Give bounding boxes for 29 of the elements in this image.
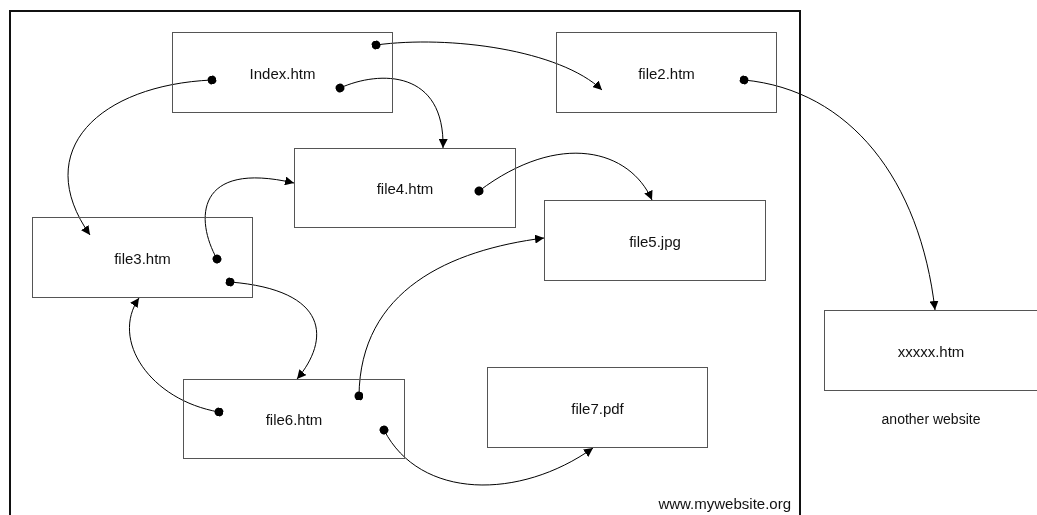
- link-arrow: [225, 277, 317, 380]
- file-box: [556, 32, 777, 113]
- link-arrow: [67, 75, 217, 236]
- website-frame: [9, 10, 801, 515]
- link-arrow: [474, 152, 653, 201]
- file-box: [172, 32, 393, 113]
- file-box: [544, 200, 766, 281]
- site-caption: another website: [880, 411, 982, 427]
- file-box: [183, 379, 405, 459]
- file-name: Index.htm: [248, 64, 317, 81]
- file-name: xxxxx.htm: [896, 342, 966, 359]
- link-arrow: [129, 297, 224, 417]
- link-arrow: [371, 40, 603, 91]
- link-arrow: [354, 234, 545, 401]
- file-name: file2.htm: [637, 64, 696, 81]
- file-box: [824, 310, 1037, 391]
- link-arrow: [379, 425, 594, 486]
- file-box: [32, 217, 253, 298]
- file-name: file7.pdf: [570, 399, 625, 416]
- file-name: file4.htm: [375, 179, 435, 197]
- file-box: [294, 148, 516, 228]
- link-arrow: [739, 75, 939, 311]
- link-arrow: [204, 177, 295, 264]
- file-name: file6.htm: [264, 410, 324, 428]
- file-name: file5.jpg: [628, 232, 682, 249]
- website-address: www.mywebsite.org: [658, 495, 791, 512]
- file-box: [487, 367, 708, 448]
- file-name: file3.htm: [113, 249, 172, 266]
- link-arrow: [335, 77, 448, 149]
